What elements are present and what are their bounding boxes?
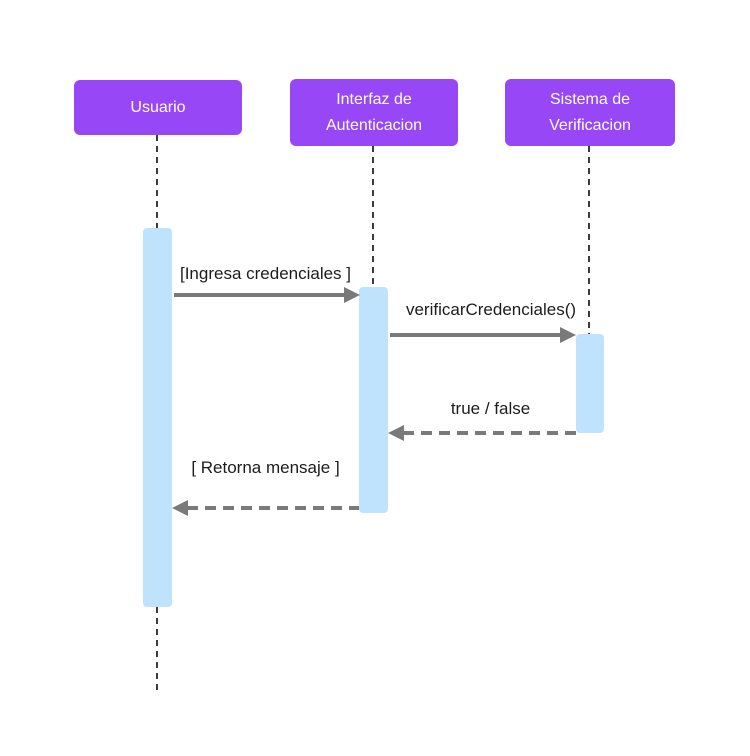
- message-line-verificar-credenciales: [390, 333, 562, 337]
- message-line-ingresa-credenciales: [174, 293, 346, 297]
- actor-box-interfaz-autenticacion: Interfaz de Autenticacion: [290, 79, 458, 146]
- lifeline-interfaz-autenticacion: [372, 146, 374, 287]
- actor-label-interfaz-autenticacion: Interfaz de Autenticacion: [325, 90, 423, 134]
- activation-bar-sistema-verificacion: [576, 334, 604, 433]
- message-line-true-false: [403, 431, 576, 435]
- message-label-retorna-mensaje: [ Retorna mensaje ]: [191, 458, 340, 477]
- arrowhead-right-icon: [344, 287, 360, 303]
- message-line-retorna-mensaje: [187, 506, 359, 510]
- arrowhead-left-icon: [388, 425, 404, 441]
- lifeline-usuario-lower: [156, 607, 158, 690]
- message-label-verificar-credenciales: verificarCredenciales(): [405, 300, 577, 319]
- message-label-ingresa-credenciales: [Ingresa credenciales ]: [179, 264, 352, 283]
- actor-box-sistema-verificacion: Sistema de Verificacion: [505, 79, 675, 146]
- activation-bar-usuario: [143, 228, 172, 607]
- arrowhead-left-icon: [172, 500, 188, 516]
- activation-bar-interfaz-autenticacion: [359, 287, 388, 513]
- lifeline-sistema-verificacion: [588, 146, 590, 334]
- actor-box-usuario: Usuario: [74, 80, 242, 135]
- arrowhead-right-icon: [560, 327, 576, 343]
- actor-label-sistema-verificacion: Sistema de Verificacion: [549, 90, 631, 134]
- lifeline-usuario-upper: [156, 135, 158, 228]
- actor-label-usuario: Usuario: [130, 98, 186, 116]
- message-label-true-false: true / false: [450, 399, 531, 418]
